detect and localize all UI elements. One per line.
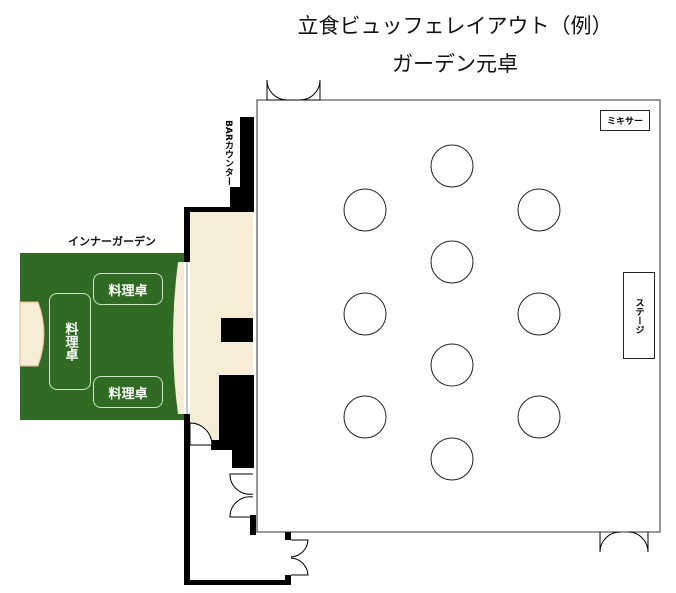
round-table — [343, 188, 387, 232]
back-bar — [219, 375, 254, 440]
door-top — [266, 79, 321, 101]
buffet-table-top: 料理卓 — [93, 273, 163, 305]
round-table — [343, 395, 387, 439]
bar-block — [221, 318, 253, 342]
round-table — [430, 240, 474, 284]
round-table — [517, 292, 561, 336]
round-tables — [343, 144, 561, 481]
garden-fountain — [19, 301, 45, 367]
door-bottom-left — [290, 539, 309, 576]
round-table — [430, 343, 474, 387]
wall-top — [184, 207, 234, 212]
inner-garden-label: インナーガーデン — [68, 235, 156, 248]
round-table — [517, 188, 561, 232]
plan-subtitle: ガーデン元卓 — [392, 52, 518, 76]
plan-title: 立食ビュッフェレイアウト（例） — [297, 14, 613, 38]
bar-counter-label: BARカウンター — [223, 120, 233, 186]
door-swing — [189, 422, 213, 446]
door-bottom-right — [599, 531, 649, 553]
garden-terrace — [173, 262, 186, 414]
buffet-table-left: 料理卓 — [49, 293, 91, 390]
round-table — [430, 144, 474, 188]
mixer-box: ミキサー — [600, 110, 650, 131]
round-table — [517, 395, 561, 439]
wall-bottom — [184, 580, 290, 585]
door-left-lower — [229, 473, 254, 518]
stage: ステージ — [623, 272, 655, 359]
buffet-table-bottom: 料理卓 — [93, 376, 163, 408]
round-table — [430, 437, 474, 481]
round-table — [343, 292, 387, 336]
